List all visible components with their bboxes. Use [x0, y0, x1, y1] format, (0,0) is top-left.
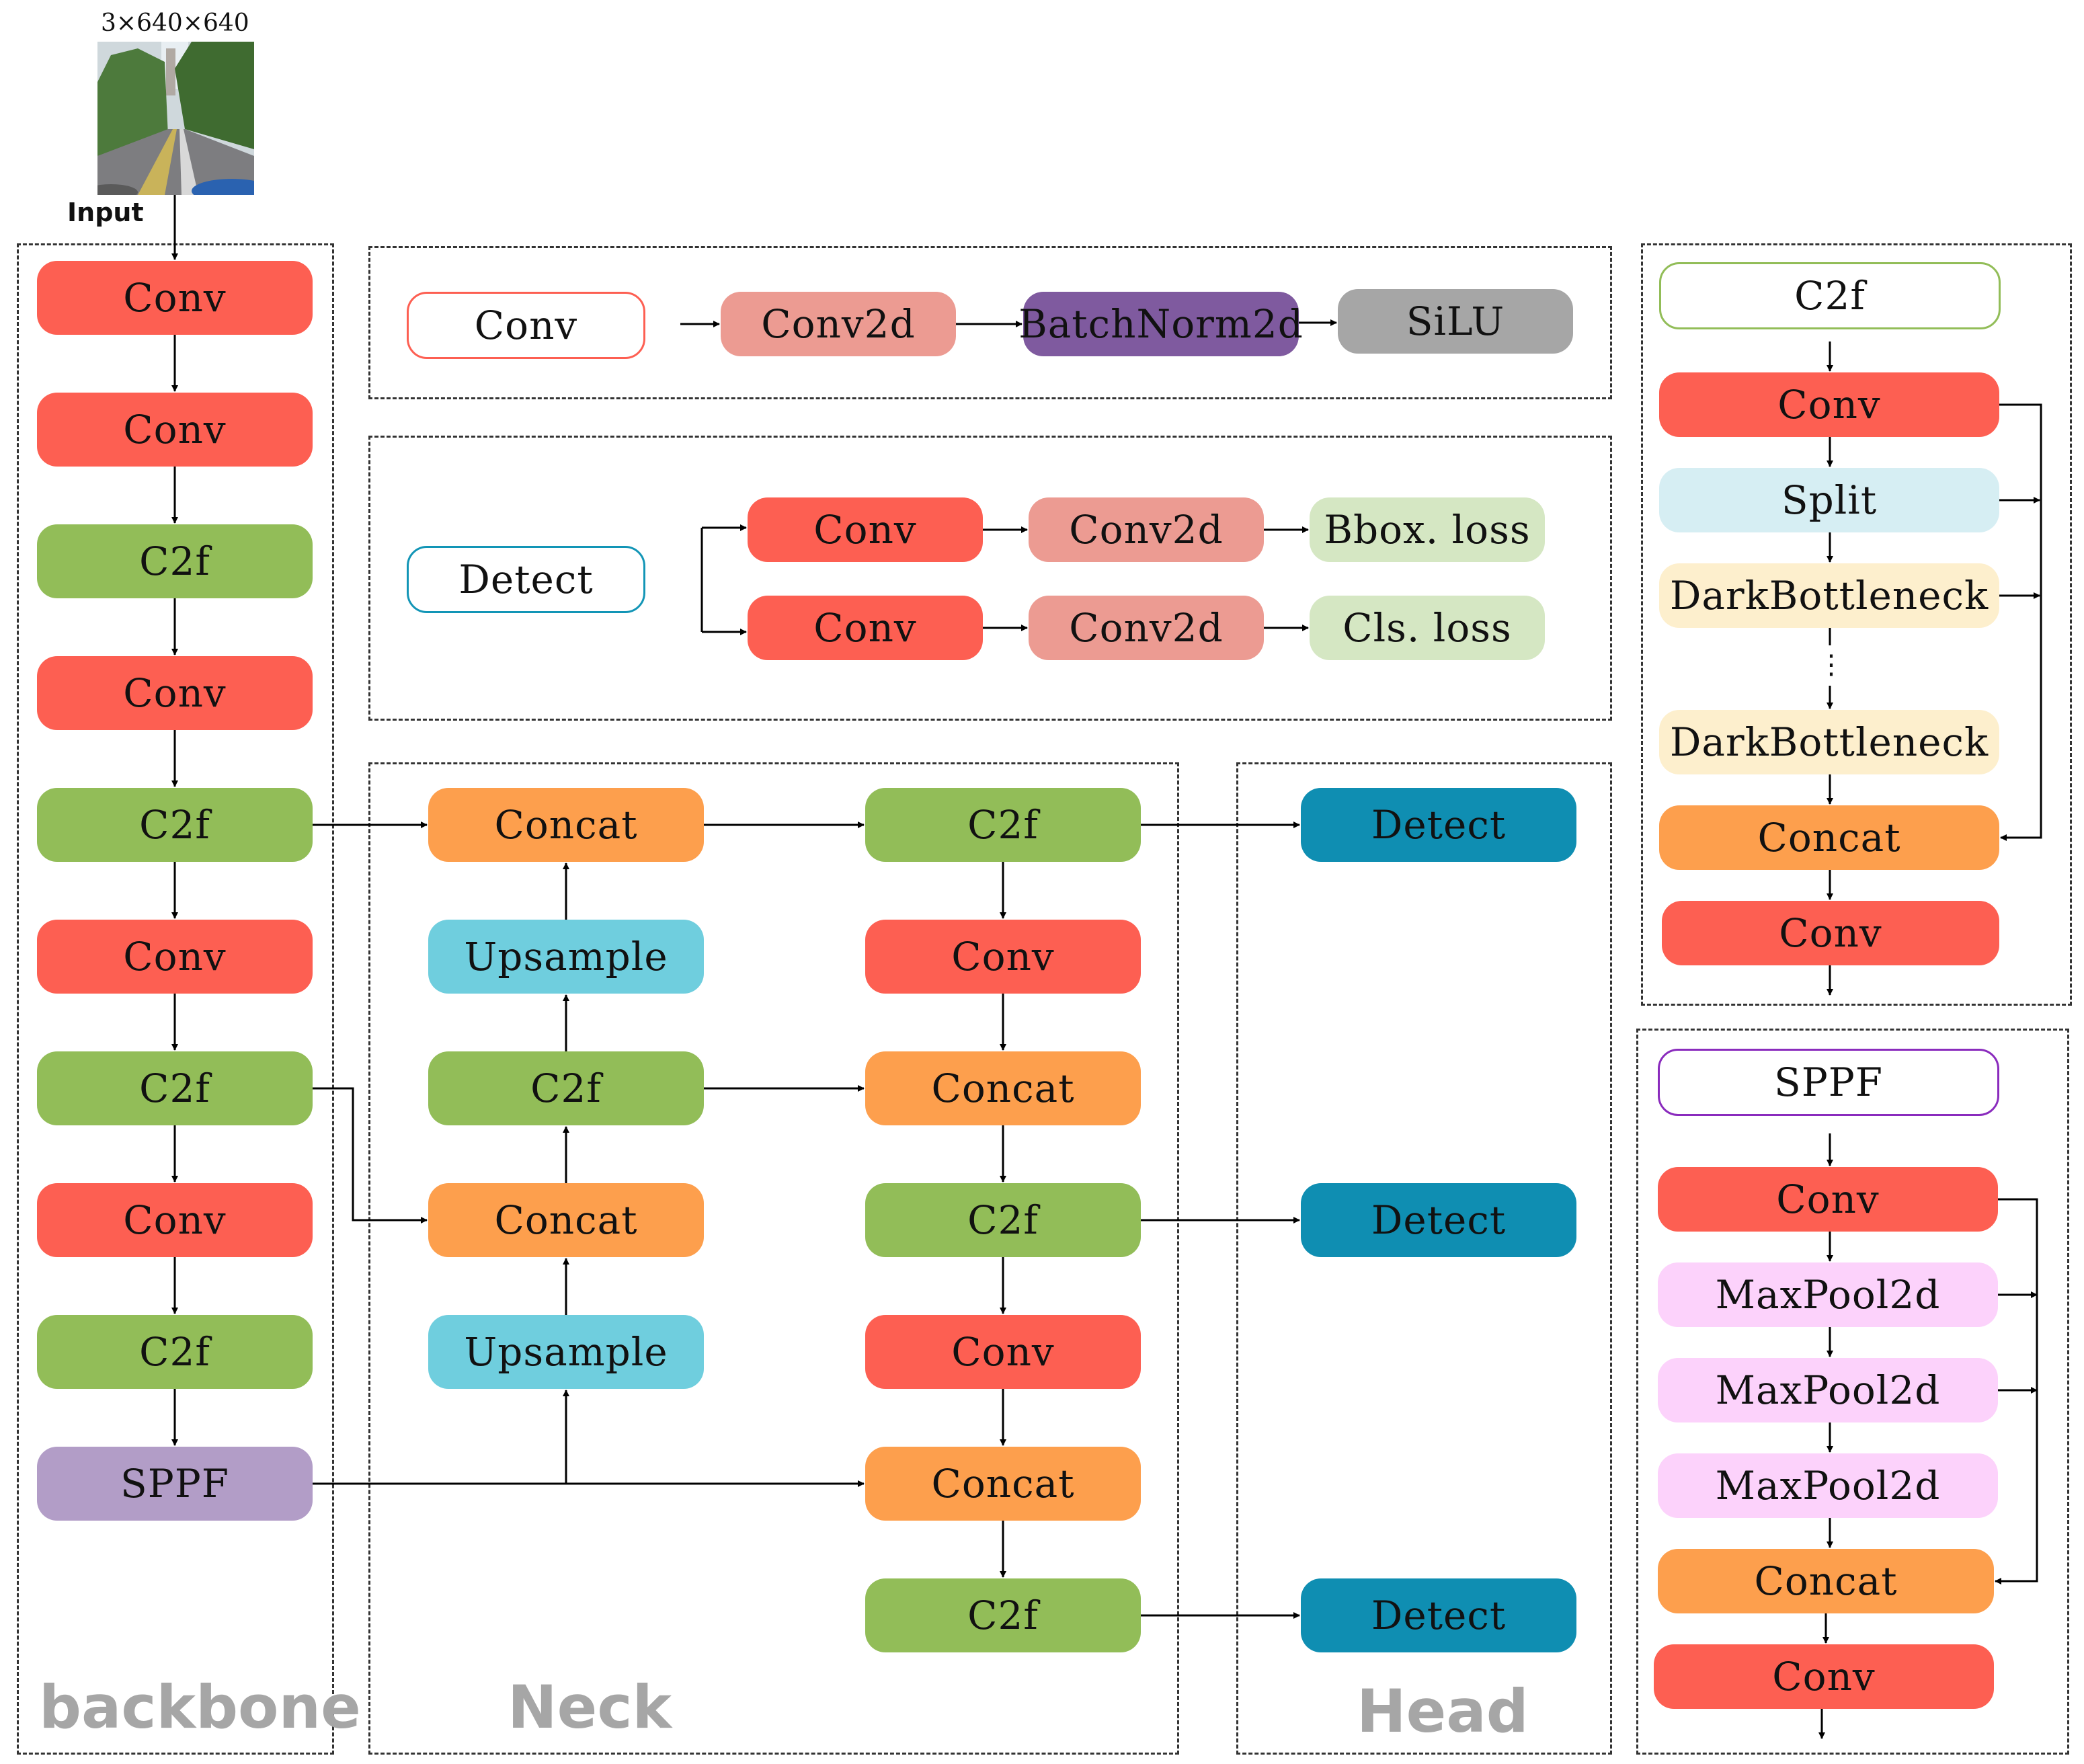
head-detect-3: Detect: [1301, 1578, 1576, 1652]
legend-sppf-conv-2: Conv: [1654, 1644, 1994, 1709]
legend-c2f-concat: Concat: [1659, 805, 1999, 870]
head-detect-1: Detect: [1301, 788, 1576, 862]
input-size-label: 3×640×640: [101, 9, 249, 37]
legend-detect-conv-2: Conv: [748, 596, 983, 660]
sppf-legend-panel: [1636, 1029, 2069, 1755]
legend-c2f-split: Split: [1659, 468, 1999, 532]
neck-c2f-r2: C2f: [865, 1183, 1141, 1257]
input-label: Input: [67, 198, 144, 227]
legend-detect-conv2d-1: Conv2d: [1029, 497, 1264, 562]
legend-sppf-concat: Concat: [1658, 1549, 1994, 1613]
neck-c2f-left: C2f: [428, 1051, 704, 1125]
neck-concat-r2: Concat: [865, 1447, 1141, 1521]
neck-panel: [368, 762, 1179, 1755]
legend-conv2d: Conv2d: [721, 292, 956, 356]
backbone-conv-4: Conv: [37, 920, 313, 994]
legend-c2f-conv-2: Conv: [1662, 901, 1999, 965]
neck-concat-top: Concat: [428, 788, 704, 862]
neck-conv-r2: Conv: [865, 1315, 1141, 1389]
legend-c2f-darkbottleneck-1: DarkBottleneck: [1659, 563, 1999, 628]
detect-legend-panel: [368, 436, 1612, 721]
legend-sppf-conv-1: Conv: [1658, 1167, 1998, 1232]
legend-detect-conv2d-2: Conv2d: [1029, 596, 1264, 660]
head-detect-2: Detect: [1301, 1183, 1576, 1257]
legend-detect-conv-1: Conv: [748, 497, 983, 562]
backbone-c2f-4: C2f: [37, 1315, 313, 1389]
legend-sppf-maxpool-2: MaxPool2d: [1658, 1358, 1998, 1422]
neck-conv-r1: Conv: [865, 920, 1141, 994]
legend-c2f-title: C2f: [1659, 262, 2001, 329]
legend-conv-title: Conv: [407, 292, 645, 359]
legend-c2f-darkbottleneck-2: DarkBottleneck: [1659, 710, 1999, 774]
legend-sppf-maxpool-1: MaxPool2d: [1658, 1262, 1998, 1327]
backbone-c2f-3: C2f: [37, 1051, 313, 1125]
conv-legend-panel: [368, 246, 1612, 399]
backbone-c2f-1: C2f: [37, 524, 313, 598]
backbone-conv-5: Conv: [37, 1183, 313, 1257]
head-section-label: Head: [1357, 1677, 1529, 1746]
legend-detect-cls-loss: Cls. loss: [1310, 596, 1545, 660]
head-panel: [1236, 762, 1612, 1755]
neck-upsample-bottom: Upsample: [428, 1315, 704, 1389]
backbone-conv-1: Conv: [37, 261, 313, 335]
backbone-section-label: backbone: [39, 1673, 361, 1742]
legend-detect-title: Detect: [407, 546, 645, 613]
neck-concat-r1: Concat: [865, 1051, 1141, 1125]
legend-c2f-conv-1: Conv: [1659, 372, 1999, 437]
neck-upsample-top: Upsample: [428, 920, 704, 994]
legend-detect-bbox-loss: Bbox. loss: [1310, 497, 1545, 562]
neck-c2f-r1: C2f: [865, 788, 1141, 862]
legend-silu: SiLU: [1338, 289, 1573, 354]
input-image: [97, 42, 254, 195]
backbone-conv-2: Conv: [37, 393, 313, 467]
backbone-c2f-2: C2f: [37, 788, 313, 862]
legend-batchnorm2d: BatchNorm2d: [1018, 292, 1303, 356]
backbone-sppf: SPPF: [37, 1447, 313, 1521]
neck-c2f-r3: C2f: [865, 1578, 1141, 1652]
c2f-legend-panel: [1641, 243, 2072, 1006]
legend-sppf-title: SPPF: [1658, 1049, 1999, 1116]
neck-section-label: Neck: [508, 1673, 672, 1742]
legend-sppf-maxpool-3: MaxPool2d: [1658, 1453, 1998, 1518]
backbone-conv-3: Conv: [37, 656, 313, 730]
neck-concat-mid: Concat: [428, 1183, 704, 1257]
legend-c2f-ellipsis: ⋮: [1818, 649, 1845, 680]
